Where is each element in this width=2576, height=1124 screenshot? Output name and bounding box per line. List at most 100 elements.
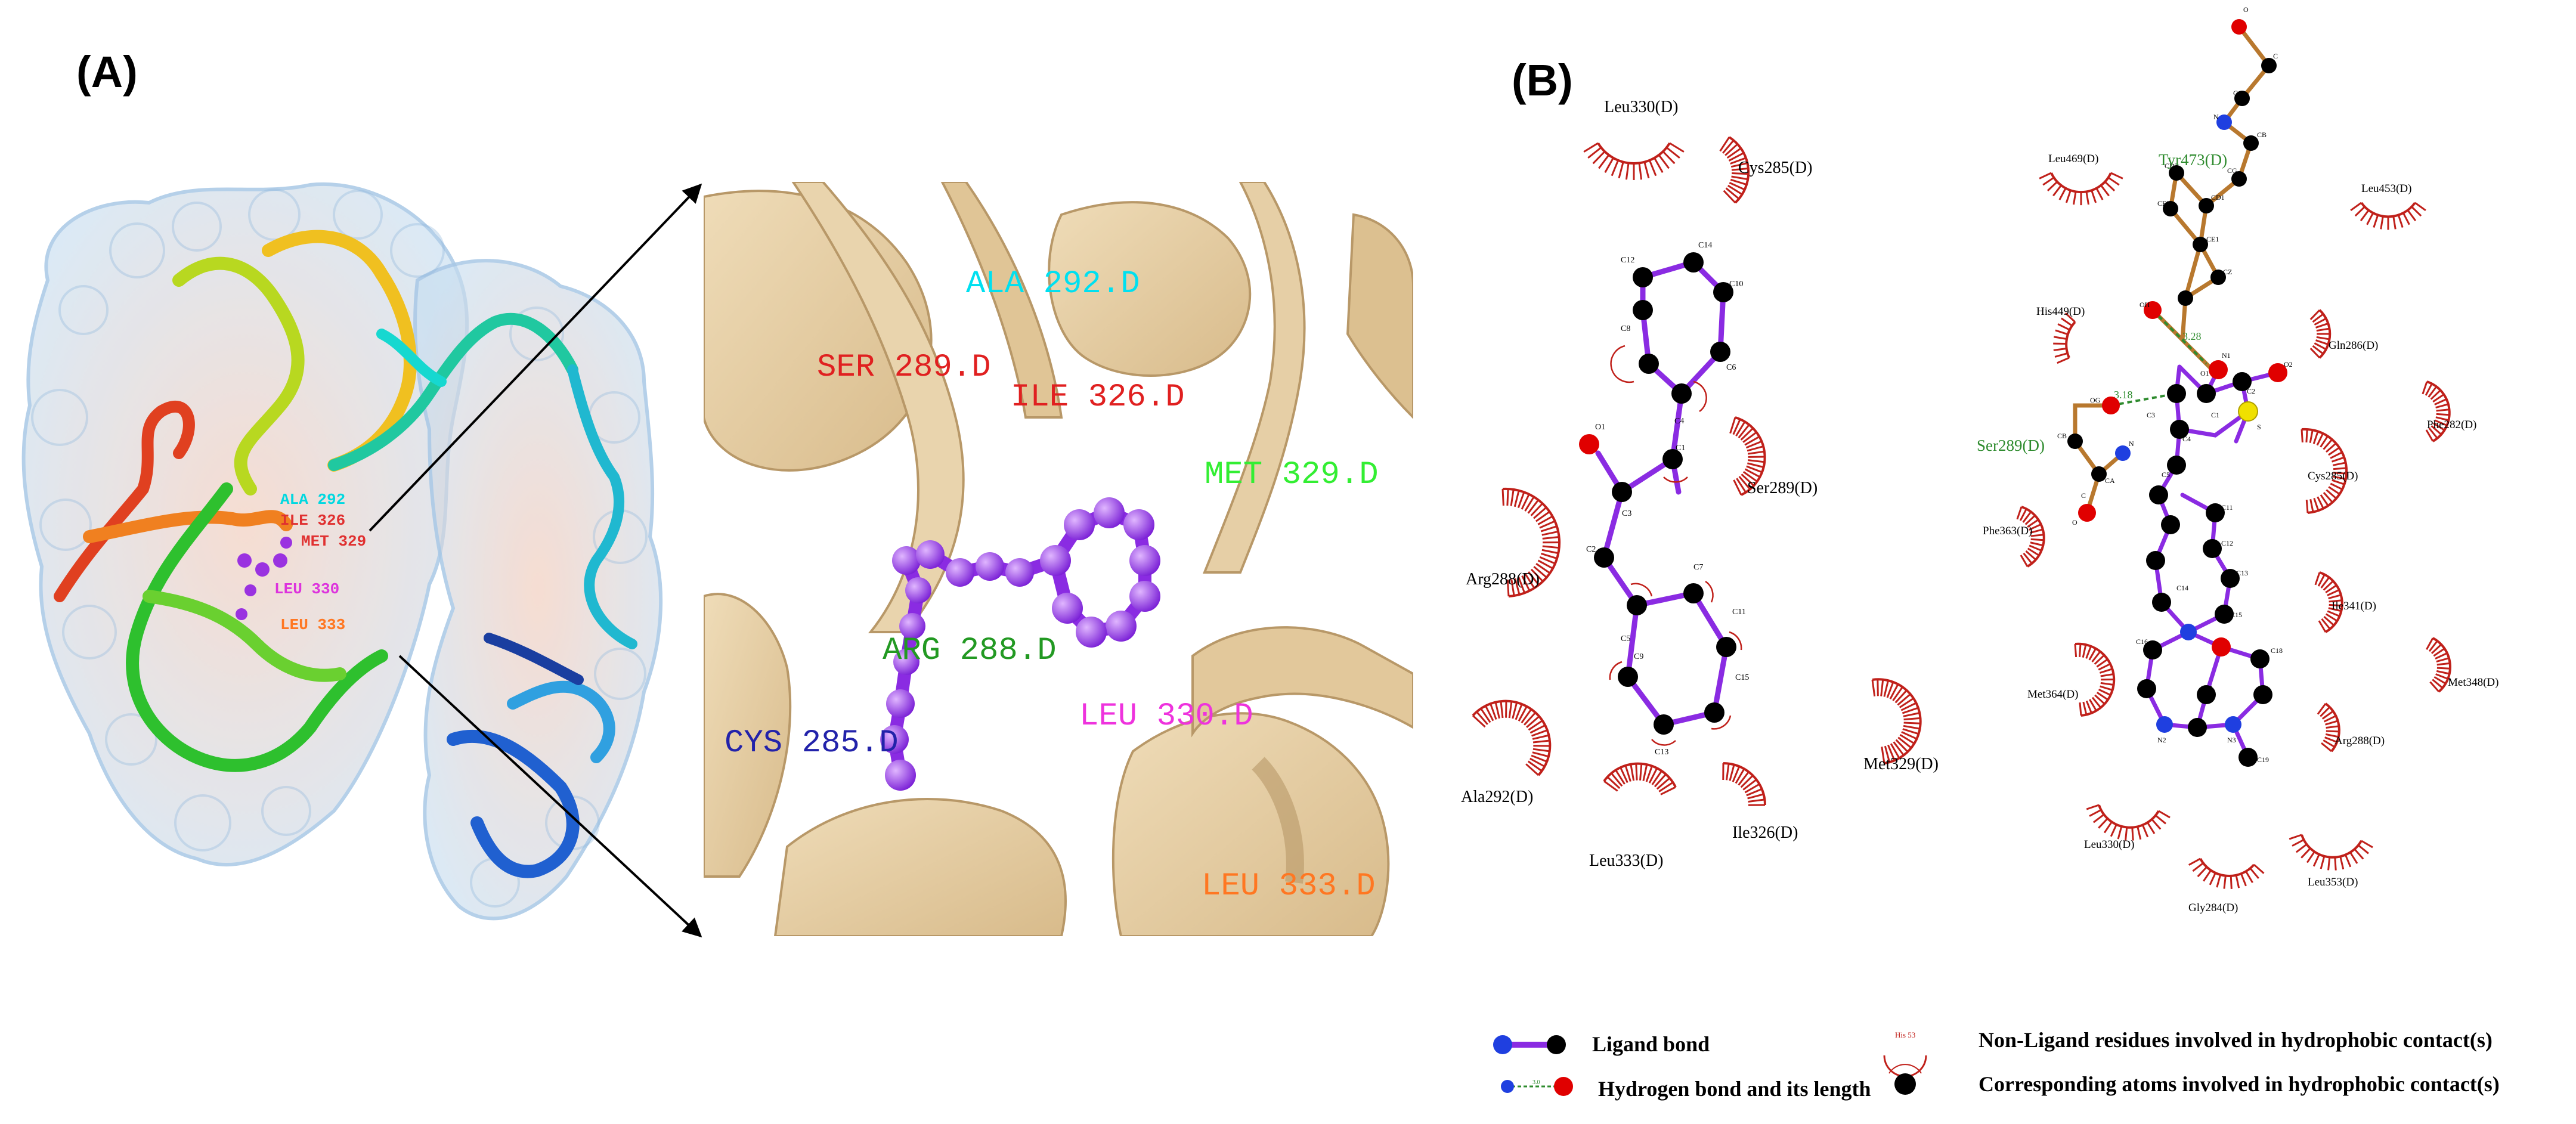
hydrophobic-spoke: [1903, 712, 1920, 717]
hydrophobic-spoke: [2425, 383, 2433, 396]
hydrophobic-spoke: [2110, 172, 2123, 179]
zoom-label-arg288: ARG 288.D: [883, 633, 1057, 669]
hydrophobic-spoke: [2309, 498, 2314, 513]
ribbon-yellowgreen: [172, 256, 305, 496]
hydrophobic-spoke: [1531, 729, 1548, 737]
hydrophobic-spoke: [1883, 680, 1889, 697]
residue-met329: Met329(D): [1863, 755, 1939, 773]
residue-r-leu469: Leu469(D): [2048, 153, 2098, 165]
atom-label-r-ca: CA: [2233, 89, 2243, 97]
atom-label-r-c13: C13: [2236, 569, 2248, 577]
hydrophobic-spoke: [1669, 142, 1685, 153]
hydrophobic-spoke: [2320, 856, 2326, 869]
hydrophobic-spoke: [2332, 479, 2345, 485]
hydrophobic-spoke: [2354, 848, 2364, 860]
right-residue-arcs: [2016, 172, 2451, 889]
atom-label-r-ce1: CE1: [2206, 235, 2219, 243]
hydrophobic-spoke: [2029, 544, 2042, 552]
atom-label-c11: C11: [1732, 608, 1746, 617]
hydrophobic-spoke: [1742, 431, 1757, 443]
atom-label-r-c4: C4: [2182, 435, 2191, 443]
hydrophobic-spoke: [2320, 577, 2330, 589]
hydrophobic-spoke: [2326, 730, 2339, 733]
hydrophobic-spoke: [2085, 700, 2092, 714]
hydrophobic-spoke: [2100, 685, 2113, 691]
hydrophobic-spoke: [2361, 840, 2373, 849]
hydrophobic-spoke: [2057, 357, 2070, 364]
hydrophobic-spoke: [1592, 151, 1606, 165]
hydrophobic-spoke: [2380, 216, 2384, 230]
legend-hbond-sample-length: 3.0: [1532, 1079, 1540, 1086]
zoom-label-cys285: CYS 285.D: [724, 725, 899, 761]
hydrophobic-spoke: [2360, 209, 2370, 222]
hydrophobic-spoke: [1748, 459, 1765, 463]
hydrophobic-spoke: [2223, 875, 2227, 889]
atom-label-r-c5: C5: [2162, 470, 2170, 479]
atom-label-c8: C8: [1621, 324, 1630, 333]
residue-r-gln286: Gln286(D): [2329, 339, 2378, 352]
atom-label-r-cz: CZ: [2223, 268, 2232, 276]
hydrophobic-spoke: [1583, 142, 1599, 153]
hydrophobic-spoke: [1726, 763, 1730, 781]
hydrophobic-spoke: [2317, 574, 2326, 587]
hydrophobic-spoke: [2117, 826, 2123, 840]
left-residue-arcs: [1472, 136, 1922, 806]
atom-label-r-c: C: [2273, 52, 2278, 60]
hydrophobic-spoke: [2309, 429, 2314, 443]
hydrophobic-spoke: [2436, 662, 2450, 666]
hydrophobic-spoke: [2092, 813, 2105, 823]
hydrophobic-spoke: [1881, 747, 1885, 764]
atom-label-r-cd2: CD2: [2165, 162, 2178, 170]
hydrophobic-spoke: [2326, 725, 2339, 729]
atom-label-r-c3: C3: [2147, 411, 2155, 419]
hydrophobic-spoke: [2240, 873, 2247, 887]
hydrophobic-spoke: [2085, 191, 2089, 205]
hydrophobic-spoke: [1747, 462, 1764, 468]
hydrophobic-spoke: [1625, 163, 1630, 180]
atom-label-r-c16: C16: [2136, 637, 2148, 646]
hydrophobic-spoke: [2125, 827, 2128, 841]
zoom-arrow-bottom: [398, 655, 702, 938]
atom-label-c6: C6: [1726, 363, 1736, 372]
hydrophobic-spoke: [2086, 804, 2100, 810]
hydrophobic-spoke: [1524, 711, 1537, 726]
hydrophobic-spoke: [1738, 424, 1750, 439]
hydrophobic-spoke: [2100, 673, 2114, 677]
hydrophobic-spoke: [2025, 550, 2036, 561]
residue-r-phe363: Phe363(D): [1983, 525, 2032, 537]
hydrophobic-spoke: [2315, 322, 2329, 329]
hydrophobic-spoke: [1514, 578, 1521, 595]
hydrophobic-spoke: [1530, 503, 1543, 516]
overview-label-ala292: ALA 292: [280, 491, 345, 509]
hydrophobic-spoke: [1532, 506, 1547, 519]
hydrophobic-spoke: [1532, 734, 1549, 740]
hydrophobic-spoke: [2312, 854, 2320, 867]
hydrophobic-spoke: [2315, 339, 2329, 346]
hydrophobic-spoke: [2321, 710, 2334, 720]
hydrophobic-spoke: [2305, 499, 2309, 513]
hydrophobic-spoke: [1639, 763, 1643, 781]
hydrophobic-spoke: [1902, 728, 1919, 735]
hydrophobic-spoke: [2089, 809, 2102, 817]
residue-r-tyr473: Tyr473(D): [2159, 151, 2227, 169]
atom-label-o1: O1: [1595, 423, 1605, 432]
hydrophobic-spoke: [1744, 468, 1761, 478]
hydrophobic-spoke: [1500, 701, 1504, 719]
atom-label-r-og: OG: [2090, 396, 2101, 404]
hydrophobic-spoke: [2055, 329, 2069, 336]
hbond-length-1: 3.28: [2182, 330, 2202, 342]
atom-label-r-c2: C2: [2247, 387, 2255, 395]
hydrophobic-spoke: [1727, 184, 1743, 196]
hydrophobic-spoke: [2209, 872, 2216, 885]
hydrophobic-spoke: [2099, 668, 2113, 674]
hydrophobic-spoke: [1732, 419, 1741, 435]
hydrophobic-spoke: [2327, 857, 2331, 871]
atom-label-r-c11: C11: [2221, 503, 2233, 512]
atom-label-c4: C4: [1674, 417, 1684, 426]
legend-sample-residue: His 53: [1895, 1030, 1915, 1039]
hydrophobic-spoke: [2107, 177, 2120, 186]
hydrophobic-spoke: [2104, 181, 2116, 191]
hydrophobic-spoke: [1880, 679, 1884, 696]
hydrophobic-spoke: [2323, 739, 2335, 748]
hydrophobic-spoke: [1892, 686, 1903, 701]
